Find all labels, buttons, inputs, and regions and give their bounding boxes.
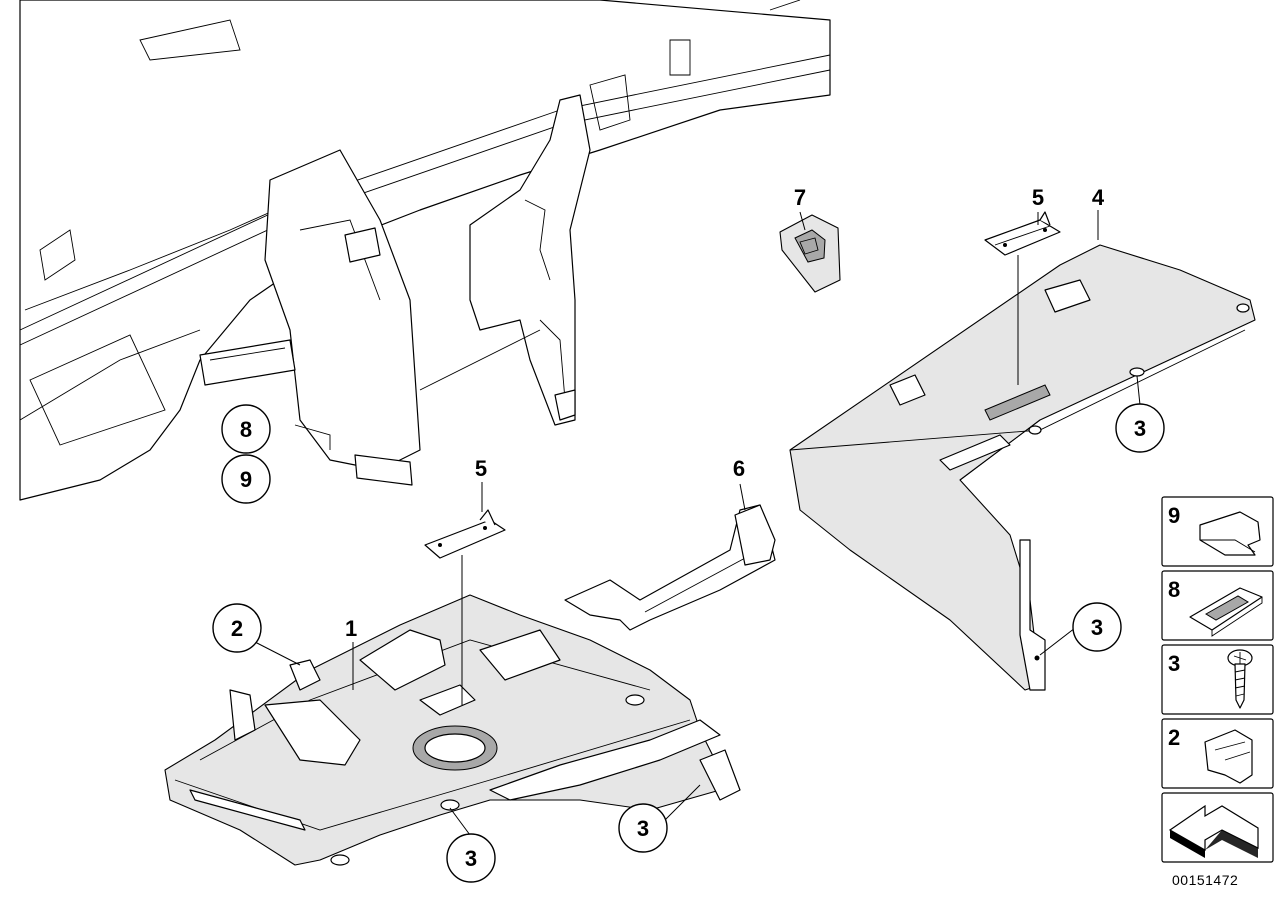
part-1-lower-panel <box>164 594 741 866</box>
callout-1: 1 <box>345 616 357 641</box>
callout-9: 9 <box>221 454 271 504</box>
legend-row-8: 8 <box>1161 570 1274 641</box>
callout-7: 7 <box>794 185 806 210</box>
callout-3-label: 3 <box>1091 615 1103 640</box>
part-5-left-clip <box>424 509 506 559</box>
callout-3-bottom-center: 3 <box>618 803 668 853</box>
part-4-side-panel <box>789 244 1256 691</box>
callout-5-label: 5 <box>1032 185 1044 210</box>
legend-row-3: 3 <box>1161 644 1274 715</box>
callout-4-label: 4 <box>1092 185 1105 210</box>
legend-row-2: 2 <box>1161 718 1274 789</box>
dashboard-assembly <box>19 0 831 501</box>
callout-3-right-lower: 3 <box>1072 602 1122 652</box>
legend-panel: 9 8 3 2 <box>1161 496 1274 863</box>
callout-5-right: 5 <box>1032 185 1044 210</box>
callout-3-label: 3 <box>465 846 477 871</box>
part-5-right-clip <box>984 211 1061 256</box>
callout-5-label: 5 <box>475 456 487 481</box>
part-6-strip <box>564 504 776 631</box>
callout-6: 6 <box>733 456 745 481</box>
cap-icon <box>1199 511 1261 556</box>
callout-7-label: 7 <box>794 185 806 210</box>
callout-5-left: 5 <box>475 456 487 481</box>
callout-3-label: 3 <box>637 816 649 841</box>
legend-row-3-label: 3 <box>1168 651 1180 676</box>
legend-row-9: 9 <box>1161 496 1274 567</box>
direction-arrow-box <box>1161 792 1274 863</box>
callout-3-bottom-left: 3 <box>446 833 496 883</box>
legend-row-9-label: 9 <box>1168 503 1180 528</box>
callout-4: 4 <box>1092 185 1105 210</box>
callout-9-label: 9 <box>240 467 252 492</box>
leader-lines <box>254 210 1141 836</box>
callout-2: 2 <box>212 603 262 653</box>
arrow-icon <box>1168 804 1259 852</box>
callout-8: 8 <box>221 404 271 454</box>
callout-6-label: 6 <box>733 456 745 481</box>
part-7-grommet <box>779 214 841 293</box>
callout-8-label: 8 <box>240 417 252 442</box>
callout-1-label: 1 <box>345 616 357 641</box>
legend-row-8-label: 8 <box>1168 577 1180 602</box>
callout-3-right-upper: 3 <box>1115 403 1165 453</box>
callout-2-label: 2 <box>231 616 243 641</box>
document-id: 00151472 <box>1172 872 1238 888</box>
callout-3-label: 3 <box>1134 416 1146 441</box>
legend-row-2-label: 2 <box>1168 725 1180 750</box>
